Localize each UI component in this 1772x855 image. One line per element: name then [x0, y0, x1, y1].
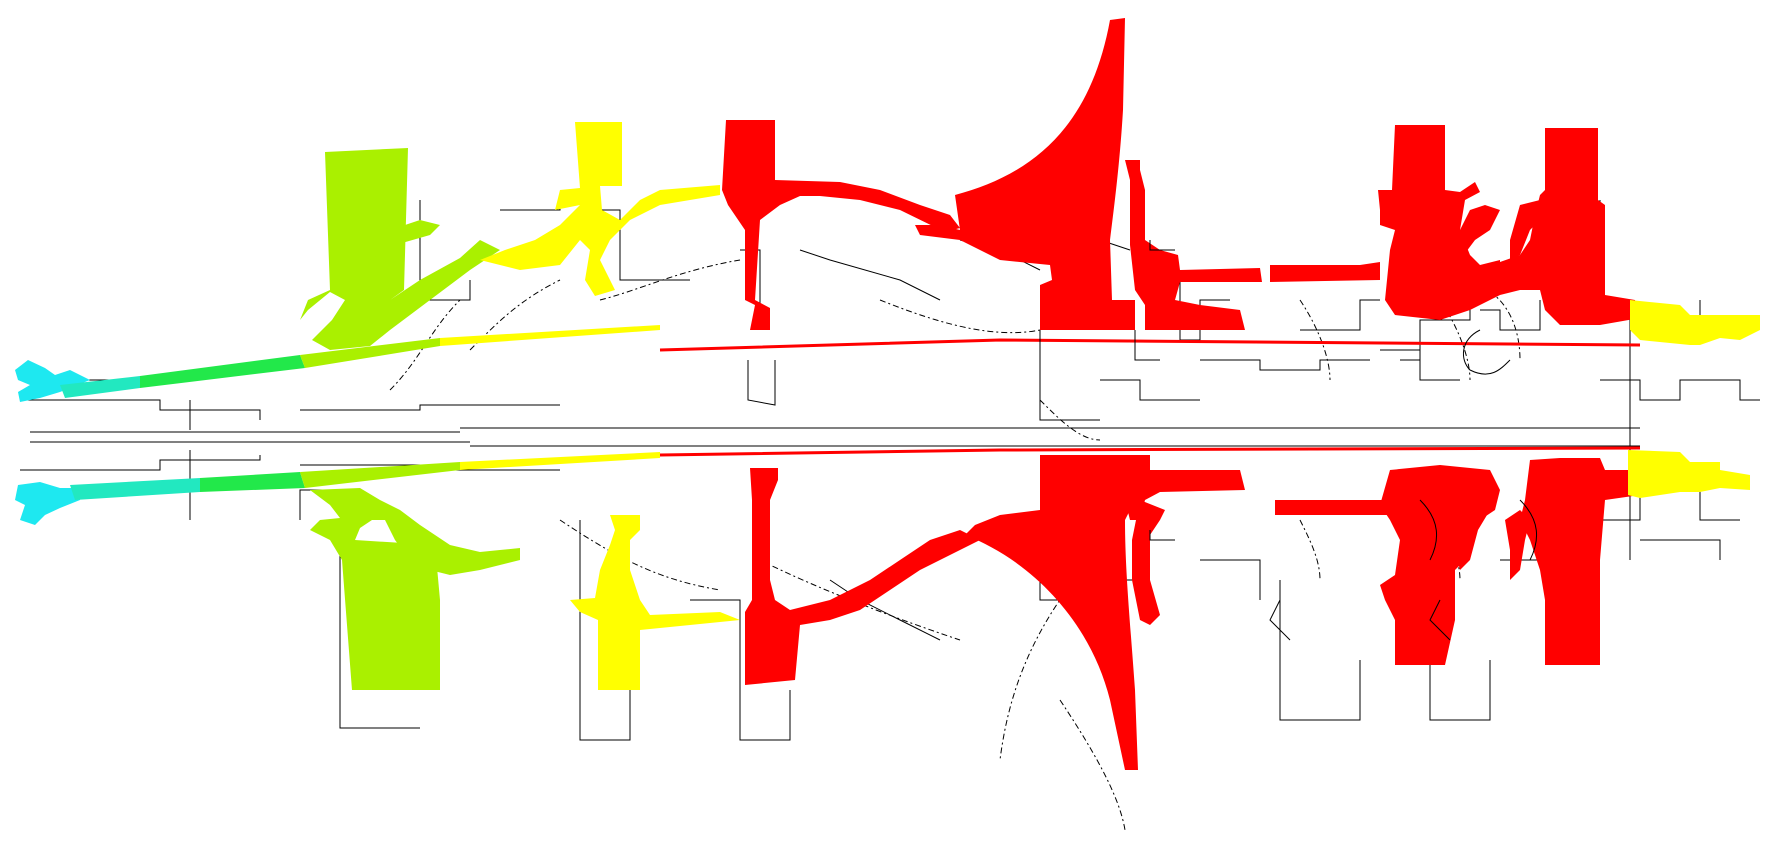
turbine-duct-upper — [1125, 160, 1262, 330]
front-shaft-yellow-segment — [440, 325, 660, 346]
front-shaft-lime-lower — [300, 462, 460, 488]
upper-shaft-line — [659, 338, 1641, 352]
turbine-stage-2-lower-arm — [1505, 510, 1530, 580]
detail-lines — [747, 240, 1538, 641]
turbine-duct-arm — [1270, 262, 1380, 282]
turbine-stage-1-lower — [1380, 465, 1500, 665]
turbine-stage-1-lower-arm — [1455, 500, 1490, 570]
front-shaft-cyan-segment — [60, 376, 140, 398]
lower-half-components — [15, 450, 1750, 770]
impeller-lower — [965, 455, 1138, 770]
upper-half-components — [15, 18, 1760, 402]
turbine-stage-1-disk-arm — [1450, 205, 1500, 260]
compressor-stage-1-upper — [300, 148, 500, 350]
turbine-stage-2-arm — [1510, 200, 1545, 260]
front-shaft-cyan-lower — [70, 478, 200, 500]
front-shaft-yellow-lower — [460, 452, 660, 470]
turbine-stage-2-lower — [1520, 458, 1640, 665]
rear-cap-lower — [1628, 450, 1750, 498]
compressor-stage-3-lower — [745, 468, 980, 685]
front-cone-lower — [15, 482, 80, 525]
compressor-stage-1-arm — [360, 220, 440, 260]
rear-cap-upper — [1630, 300, 1760, 345]
impeller-upper — [915, 18, 1135, 330]
front-cone-upper — [15, 360, 90, 402]
compressor-stage-1-lower — [310, 488, 520, 690]
turbine-duct-lower — [1132, 500, 1165, 625]
turbine-stage-2-upper — [1500, 128, 1640, 325]
compressor-stage-2-upper — [480, 122, 720, 296]
front-shaft-lime-segment — [300, 338, 440, 368]
turbine-stage-1-upper — [1378, 125, 1500, 320]
impeller-lower-flange — [1040, 455, 1245, 520]
front-shaft-green-lower — [200, 472, 305, 492]
lower-shaft-line — [659, 446, 1641, 457]
compressor-stage-2-lower — [570, 515, 740, 690]
front-shaft-green-segment — [140, 355, 305, 388]
compressor-stage-3-upper — [722, 120, 960, 330]
turbine-duct-lower-arm — [1275, 500, 1390, 515]
